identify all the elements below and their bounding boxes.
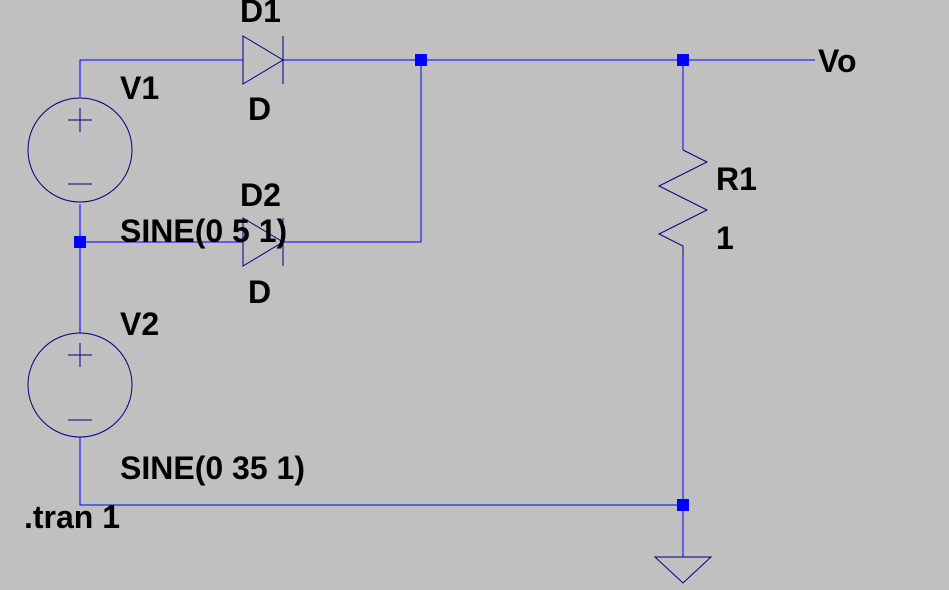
r1-zigzag bbox=[657, 149, 709, 255]
ground-symbol[interactable] bbox=[653, 556, 713, 584]
junctions bbox=[74, 54, 689, 511]
junction-v1-v2[interactable] bbox=[74, 236, 86, 248]
diode-d1[interactable] bbox=[242, 35, 284, 85]
wire-v1-top-to-d1[interactable] bbox=[79, 59, 243, 97]
d1-model-label[interactable]: D bbox=[248, 91, 271, 127]
junction-vo[interactable] bbox=[677, 54, 689, 66]
output-net-label[interactable]: Vo bbox=[818, 43, 857, 79]
wire-d2-to-d1-node[interactable] bbox=[283, 60, 422, 243]
d1-triangle-icon bbox=[242, 35, 284, 85]
voltage-source-v1[interactable] bbox=[27, 97, 133, 203]
d2-ref-label[interactable]: D2 bbox=[240, 177, 281, 213]
d2-triangle-icon bbox=[242, 217, 284, 267]
r1-ref-label[interactable]: R1 bbox=[716, 161, 757, 197]
v1-ref-label[interactable]: V1 bbox=[120, 70, 159, 106]
v1-body bbox=[27, 97, 133, 203]
v2-ref-label[interactable]: V2 bbox=[120, 306, 159, 342]
v2-value-label[interactable]: SINE(0 35 1) bbox=[120, 450, 305, 486]
voltage-source-v2[interactable] bbox=[27, 332, 133, 438]
r1-value-label[interactable]: 1 bbox=[716, 220, 734, 256]
v1-value-label[interactable]: SINE(0 5 1) bbox=[120, 213, 287, 249]
wire-v2-bottom-to-ground[interactable] bbox=[79, 437, 683, 506]
junction-d1-d2[interactable] bbox=[415, 54, 427, 66]
d1-ref-label[interactable]: D1 bbox=[240, 0, 281, 29]
ground-icon bbox=[653, 556, 713, 584]
resistor-r1[interactable] bbox=[657, 149, 709, 255]
tran-directive[interactable]: .tran 1 bbox=[24, 499, 120, 535]
diode-d2[interactable] bbox=[242, 217, 284, 267]
junction-ground[interactable] bbox=[677, 499, 689, 511]
v2-body bbox=[27, 332, 133, 438]
d2-model-label[interactable]: D bbox=[248, 274, 271, 310]
